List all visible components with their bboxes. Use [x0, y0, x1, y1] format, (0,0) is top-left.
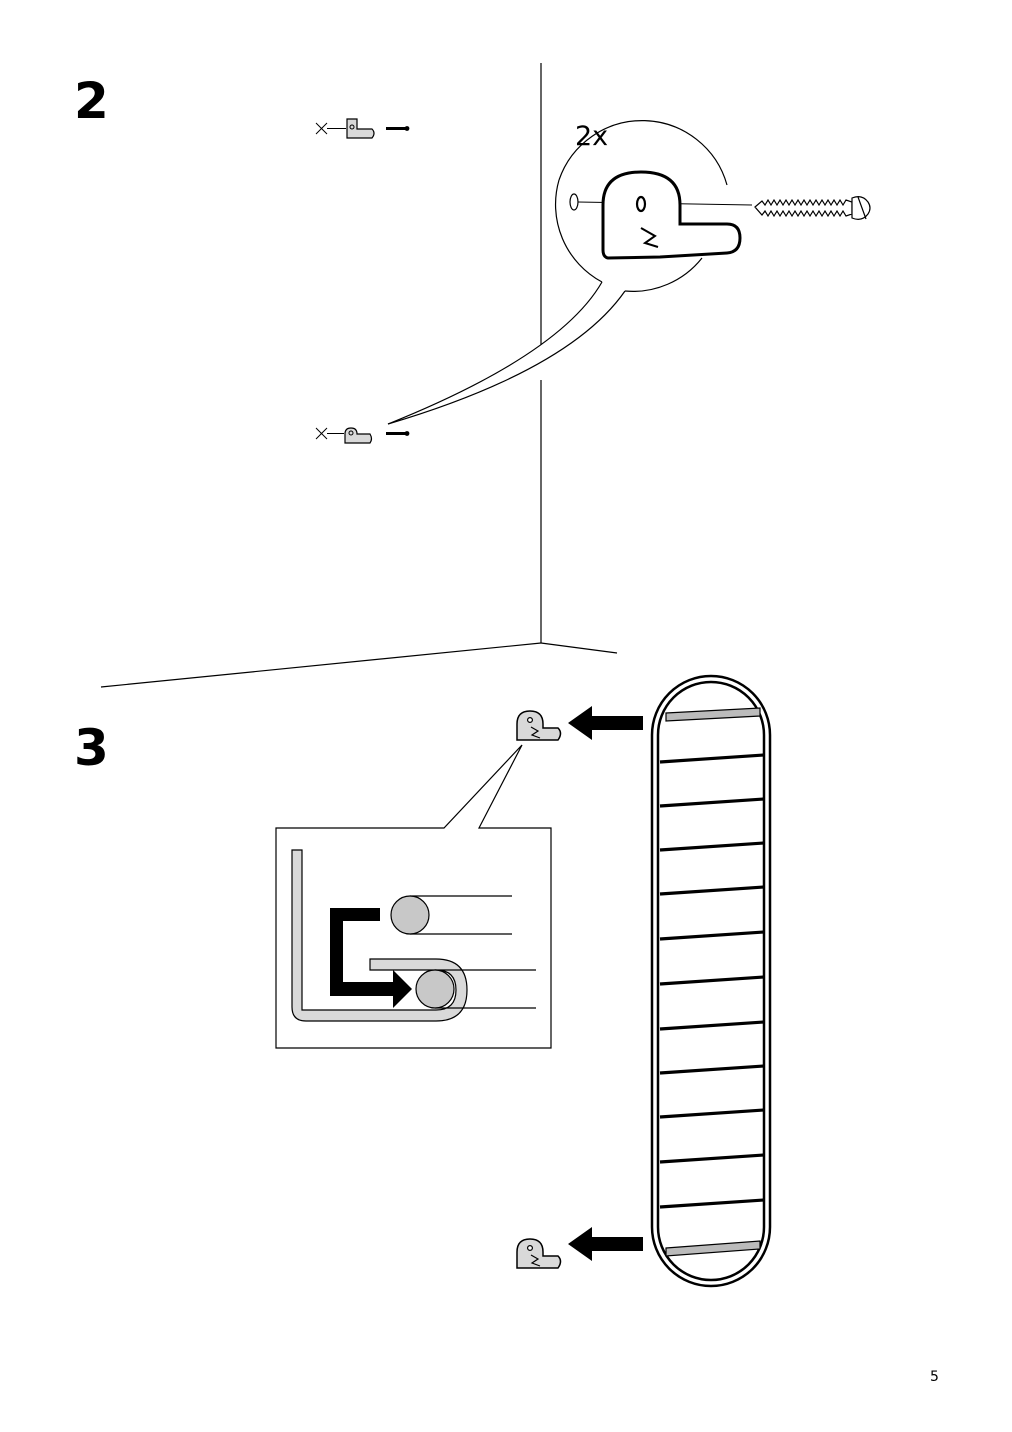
detail-callout-icon — [387, 120, 728, 425]
push-arrow-icon — [568, 1227, 643, 1261]
step-3-number: 3 — [74, 719, 109, 777]
wall-hook-icon — [344, 427, 373, 444]
screw-icon — [754, 196, 871, 220]
push-arrow-icon — [568, 706, 643, 740]
oval-rack-icon — [650, 674, 772, 1288]
drill-point-icon — [315, 122, 346, 135]
wall-hook-icon — [601, 170, 742, 260]
detail-callout-icon — [275, 744, 552, 1049]
wall-hook-icon — [346, 118, 375, 139]
drill-point-icon — [315, 427, 344, 440]
screw-icon — [386, 126, 410, 131]
screw-icon — [386, 431, 410, 436]
quantity-label: 2x — [575, 121, 609, 152]
wall-hook-icon — [516, 1238, 562, 1269]
page-number: 5 — [930, 1369, 939, 1385]
wall-hole-icon — [569, 193, 579, 211]
wall-hook-icon — [516, 710, 562, 741]
wall-corner — [100, 63, 618, 688]
step-2-number: 2 — [74, 72, 109, 130]
